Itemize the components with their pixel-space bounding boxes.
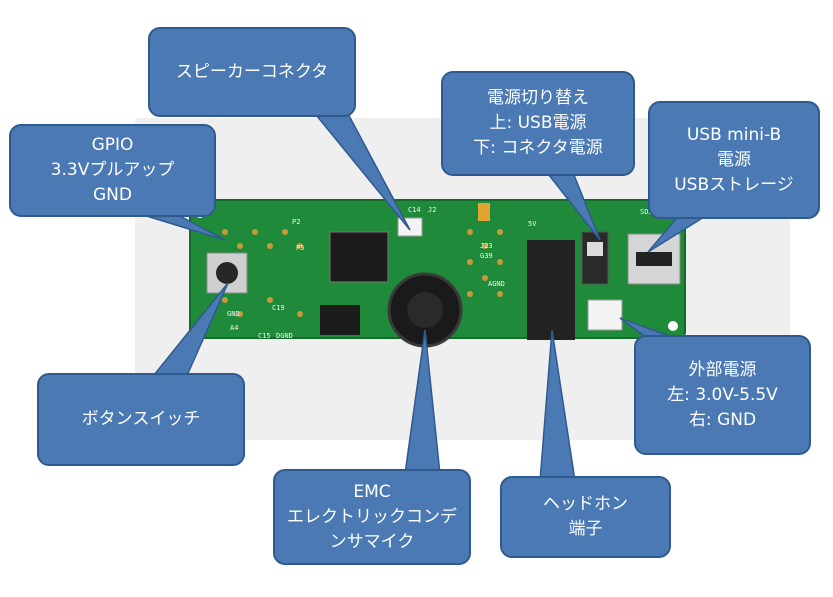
- callout-line: 上: USB電源: [489, 113, 587, 133]
- microphone-grille: [407, 292, 443, 328]
- tail-emc: [404, 329, 441, 475]
- slide-switch: [581, 231, 609, 285]
- tail-speaker: [310, 109, 411, 231]
- slide-switch-knob: [587, 242, 603, 256]
- callout-power-switch: 電源切り替え 上: USB電源 下: コネクタ電源: [441, 71, 635, 176]
- callout-line: USB mini-B: [686, 124, 782, 145]
- silkscreen-label: GND: [227, 310, 240, 318]
- headphone-jack: [527, 240, 575, 340]
- callout-emc-mic: EMC エレクトリックコンデ ンサマイク: [273, 469, 471, 565]
- callout-speaker-connector: スピーカーコネクタ: [148, 27, 356, 117]
- small-ic: [320, 305, 360, 335]
- callout-line: ンサマイク: [329, 531, 415, 552]
- callout-line: エレクトリックコンデ: [287, 506, 457, 527]
- mount-hole: [668, 321, 678, 331]
- callout-line: 3.3Vプルアップ: [50, 160, 175, 180]
- silkscreen-label: DGND: [276, 332, 293, 340]
- tail-gpio: [139, 213, 226, 241]
- callout-line: ヘッドホン: [543, 494, 628, 514]
- callout-line: スピーカーコネクタ: [175, 61, 329, 82]
- callout-line: 電源切り替え: [487, 88, 589, 108]
- tail-switch: [543, 169, 601, 241]
- silkscreen-label: P5: [296, 244, 304, 252]
- callout-line: GND: [93, 185, 132, 205]
- capacitor: [478, 203, 490, 221]
- callout-line: USBストレージ: [674, 174, 794, 195]
- callout-line: 左: 3.0V-5.5V: [667, 384, 778, 405]
- callout-button-switch: ボタンスイッチ: [37, 373, 245, 466]
- via-holes: [222, 229, 503, 317]
- silkscreen-label: J23: [480, 242, 493, 250]
- callout-headphone-jack: ヘッドホン 端子: [500, 476, 671, 558]
- silkscreen-label: C14: [408, 206, 421, 214]
- callout-line: 右: GND: [688, 409, 757, 430]
- silkscreen-label: C19: [272, 304, 285, 312]
- silkscreen-label: AGND: [488, 280, 505, 288]
- silkscreen-label: J2: [428, 206, 436, 214]
- microcontroller-chip: [329, 231, 389, 283]
- callout-line: 外部電源: [688, 359, 757, 380]
- callout-usb: USB mini-B 電源 USBストレージ: [648, 101, 820, 219]
- silkscreen-label: P2: [292, 218, 300, 226]
- silkscreen-label: 5V: [528, 220, 537, 228]
- silkscreen-label: G39: [480, 252, 493, 260]
- silkscreen-label: C15: [258, 332, 271, 340]
- tail-phone: [539, 329, 576, 482]
- power-connector: [587, 299, 623, 331]
- callout-line: ボタンスイッチ: [81, 409, 201, 429]
- silkscreen-label: A4: [230, 324, 238, 332]
- callout-line: 電源: [717, 149, 751, 170]
- callout-gpio: GPIO 3.3Vプルアップ GND: [9, 124, 216, 217]
- tail-button: [148, 282, 229, 381]
- callout-line: EMC: [353, 481, 391, 502]
- usb-port: [636, 252, 672, 266]
- callout-external-power: 外部電源 左: 3.0V-5.5V 右: GND: [634, 335, 811, 455]
- callout-line: 端子: [568, 519, 603, 539]
- push-button-cap: [216, 262, 238, 284]
- callout-line: GPIO: [91, 135, 134, 155]
- callout-line: 下: コネクタ電源: [473, 138, 603, 158]
